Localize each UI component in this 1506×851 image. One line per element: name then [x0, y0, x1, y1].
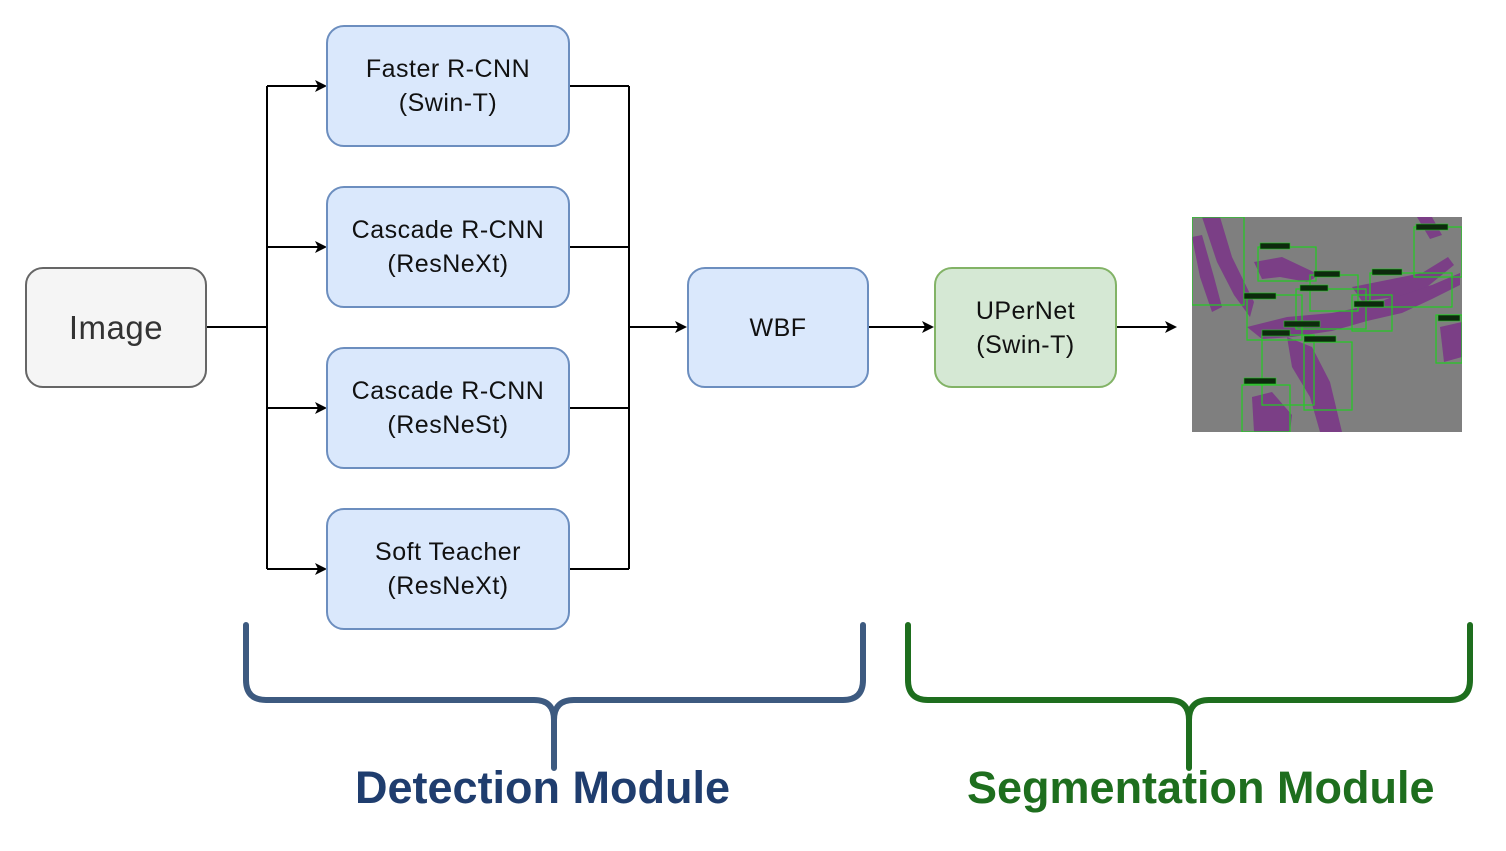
cascade-rcnn-resnest-name: Cascade R-CNN	[351, 377, 545, 405]
faster-rcnn-name: Faster R-CNN	[365, 55, 531, 83]
upernet-backbone: (Swin-T)	[976, 330, 1075, 359]
soft-teacher-node: Soft Teacher (ResNeXt)	[326, 508, 570, 630]
cascade-rcnn-resnext-name: Cascade R-CNN	[351, 216, 545, 244]
cascade-rcnn-resnext-node: Cascade R-CNN (ResNeXt)	[326, 186, 570, 308]
cascade-rcnn-resnest-node: Cascade R-CNN (ResNeSt)	[326, 347, 570, 469]
image-node: Image	[25, 267, 207, 388]
upernet-name: UPerNet	[975, 296, 1076, 325]
wbf-label: WBF	[749, 313, 807, 342]
segmentation-module-label: Segmentation Module	[967, 762, 1435, 813]
upernet-node: UPerNet (Swin-T)	[934, 267, 1117, 388]
cascade-rcnn-resnext-backbone: (ResNeXt)	[387, 250, 509, 278]
faster-rcnn-backbone: (Swin-T)	[398, 89, 498, 117]
soft-teacher-backbone: (ResNeXt)	[387, 572, 509, 600]
cascade-rcnn-resnest-backbone: (ResNeSt)	[387, 411, 509, 439]
wbf-node: WBF	[687, 267, 869, 388]
detection-module-label: Detection Module	[355, 762, 731, 813]
segmentation-brace	[905, 622, 1473, 771]
faster-rcnn-node: Faster R-CNN (Swin-T)	[326, 25, 570, 147]
detection-brace	[243, 622, 866, 771]
image-node-label: Image	[68, 308, 164, 346]
soft-teacher-name: Soft Teacher	[375, 538, 521, 566]
segmentation-result-image	[1192, 217, 1462, 432]
